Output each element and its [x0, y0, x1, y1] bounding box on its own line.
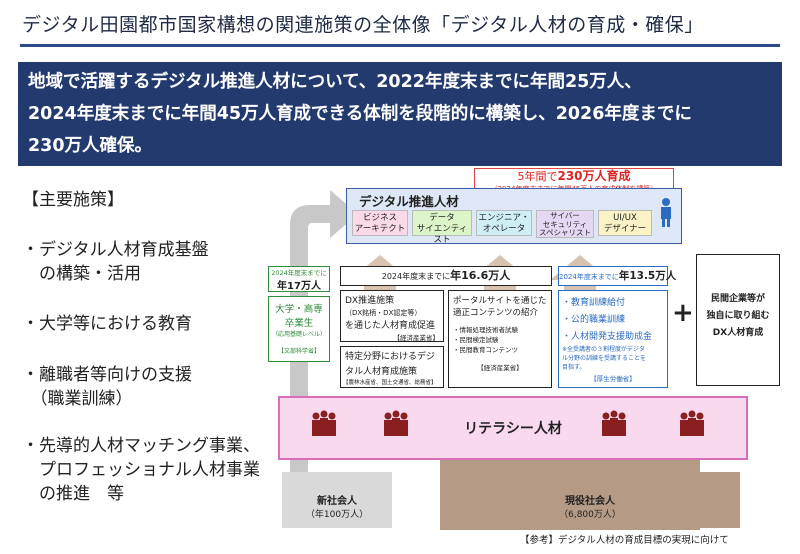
people-group-icon	[602, 410, 626, 436]
measure-item-1-line-1: ・デジタル人材育成基盤	[22, 240, 209, 260]
literacy-band: リテラシー人材	[278, 396, 748, 460]
people-group-icon	[680, 410, 704, 436]
sp-line-2: タル人材育成施策	[345, 367, 418, 377]
specific-field-box: 特定分野におけるデジ タル人材育成施策 【農林水産省、国土交通省、総務省】	[340, 346, 444, 388]
dx-line-2: （DX銘柄・DX認定等）	[345, 309, 422, 317]
private-line-1: 民間企業等が	[710, 294, 765, 304]
summary-banner: 地域で活躍するデジタル推進人材について、2022年度末までに年間25万人、 20…	[18, 62, 782, 166]
measure-item-4-line-2: プロフェッショナル人材事業	[22, 460, 260, 480]
skill-cyber-security: サイバーセキュリティスペシャリスト	[536, 210, 594, 238]
people-group-icon	[384, 410, 408, 436]
page-title: デジタル田園都市国家構想の関連施策の全体像「デジタル人材の育成・確保」	[22, 14, 704, 36]
private-sector-box: 民間企業等が 独自に取り組む DX人材育成	[696, 254, 780, 386]
measure-item-4: ・先導的人材マッチング事業、 プロフェッショナル人材事業 の推進 等	[22, 434, 260, 506]
current-workers-box: 現役社会人 （6,800万人）	[440, 472, 740, 528]
univ-note: （応用基礎レベル）	[271, 331, 326, 338]
reference-note: 【参考】デジタル人材の育成目標の実現に向けて	[520, 535, 729, 546]
five-year-value: 230万人育成	[557, 169, 631, 183]
portal-item-1: ・情報処理技術者試験	[453, 326, 518, 334]
meti-target-small: 2024年度末までに	[381, 272, 451, 281]
skill-engineer-operator: エンジニア・オペレータ	[476, 210, 532, 236]
univ-target-box: 2024年度末までに 年17万人	[268, 266, 330, 292]
dx-line-3: を通じた人材育成促進	[345, 321, 436, 331]
meti-target-box: 2024年度末までに年16.6万人	[340, 266, 552, 286]
skill-3-line-1: エンジニア・	[478, 213, 530, 223]
skill-4-line-2: セキュリティ	[542, 219, 588, 229]
mhlw-target-value: 年13.5万人	[618, 270, 677, 282]
skill-1-line-2: アーキテクト	[354, 224, 406, 234]
univ-target-value: 年17万人	[277, 281, 321, 292]
measure-item-3: ・離職者等向けの支援 （職業訓練）	[22, 363, 192, 411]
mhlw-note-1: ※全受講者の３割程度がデジタ	[562, 346, 645, 353]
measure-item-4-line-1: ・先導的人材マッチング事業、	[22, 436, 260, 456]
plus-sign: +	[672, 298, 694, 328]
new-graduates-box: 新社会人 （年100万人）	[282, 472, 392, 528]
mhlw-item-3: ・人材開発支援助成金	[562, 332, 653, 342]
measure-item-3-line-1: ・離職者等向けの支援	[22, 365, 192, 385]
skill-business-architect: ビジネスアーキテクト	[352, 210, 408, 236]
skill-data-scientist: データサイエンティスト	[412, 210, 472, 245]
new-grad-line-2: （年100万人）	[305, 510, 369, 520]
measures-header: 【主要施策】	[22, 190, 124, 210]
univ-line-2: 卒業生	[284, 318, 314, 329]
digital-talent-title: デジタル推進人材	[359, 194, 459, 209]
measure-item-2-line-1: ・大学等における教育	[22, 314, 192, 334]
univ-ministry: 【文部科学省】	[277, 348, 320, 355]
new-grad-line-1: 新社会人	[317, 496, 357, 507]
banner-line-1: 地域で活躍するデジタル推進人材について、2022年度末までに年間25万人、	[28, 72, 642, 92]
skill-5-line-2: デザイナー	[603, 224, 647, 234]
private-line-3: DX人材育成	[712, 328, 764, 338]
skill-4-line-1: サイバー	[550, 211, 580, 220]
univ-target-small: 2024年度末までに	[271, 269, 327, 277]
measure-item-4-line-3: の推進 等	[22, 484, 124, 504]
person-icon	[661, 198, 671, 227]
literacy-label: リテラシー人材	[464, 421, 562, 437]
five-year-prefix: 5年間で	[517, 170, 558, 183]
mhlw-ministry: 【厚生労働省】	[590, 375, 636, 383]
portal-ministry: 【経済産業省】	[477, 364, 523, 372]
portal-box: ポータルサイトを通じた 適正コンテンツの紹介 ・情報処理技術者試験 ・民間検定試…	[448, 290, 552, 388]
skill-4-line-3: スペシャリスト	[539, 228, 591, 237]
mhlw-item-1: ・教育訓練給付	[562, 298, 626, 308]
skill-1-line-1: ビジネス	[362, 213, 397, 223]
portal-item-3: ・民間教育コンテンツ	[453, 346, 518, 354]
dx-line-1: DX推進施策	[345, 296, 395, 306]
mhlw-target-box: 2024年度末までに年13.5万人	[558, 266, 676, 286]
dx-measures-box: DX推進施策 （DX銘柄・DX認定等） を通じた人材育成促進 【経済産業省】	[340, 290, 444, 342]
banner-line-2: 2024年度末までに年間45万人育成できる体制を段階的に構築し、2026年度まで…	[28, 104, 692, 124]
mhlw-note-3: 目指す。	[562, 364, 586, 371]
portal-item-2: ・民間検定試験	[453, 336, 499, 344]
mhlw-target-small: 2024年度末までに	[559, 273, 619, 281]
banner-line-3: 230万人確保。	[28, 136, 153, 156]
univ-box: 大学・高専 卒業生 （応用基礎レベル） 【文部科学省】	[268, 296, 330, 362]
skill-2-line-1: データ	[429, 213, 455, 223]
people-group-icon	[312, 410, 336, 436]
mhlw-item-2: ・公的職業訓練	[562, 315, 626, 325]
mhlw-box: ・教育訓練給付 ・公的職業訓練 ・人材開発支援助成金 ※全受講者の３割程度がデジ…	[558, 290, 668, 388]
meti-target-value: 年16.6万人	[450, 269, 511, 282]
current-line-2: （6,800万人）	[559, 510, 621, 520]
private-line-2: 独自に取り組む	[706, 311, 770, 321]
measure-item-1: ・デジタル人材育成基盤 の構築・活用	[22, 238, 209, 286]
dx-ministry: 【経済産業省】	[393, 334, 440, 342]
sp-ministry: 【農林水産省、国土交通省、総務省】	[343, 380, 437, 386]
measure-item-2: ・大学等における教育	[22, 312, 192, 336]
skill-2-line-2: サイエンティスト	[416, 224, 468, 245]
skill-5-line-1: UI/UX	[613, 213, 637, 223]
current-line-1: 現役社会人	[565, 496, 615, 507]
sp-line-1: 特定分野におけるデジ	[345, 352, 436, 362]
portal-line-2: 適正コンテンツの紹介	[453, 308, 539, 318]
measure-item-3-line-2: （職業訓練）	[22, 389, 133, 409]
portal-line-1: ポータルサイトを通じた	[453, 296, 547, 306]
measure-item-1-line-2: の構築・活用	[22, 264, 141, 284]
mhlw-note-2: ル分野の訓練を受講することを	[562, 355, 647, 362]
title-divider	[20, 44, 780, 47]
univ-line-1: 大学・高専	[275, 304, 323, 315]
skill-3-line-2: オペレータ	[482, 224, 526, 234]
